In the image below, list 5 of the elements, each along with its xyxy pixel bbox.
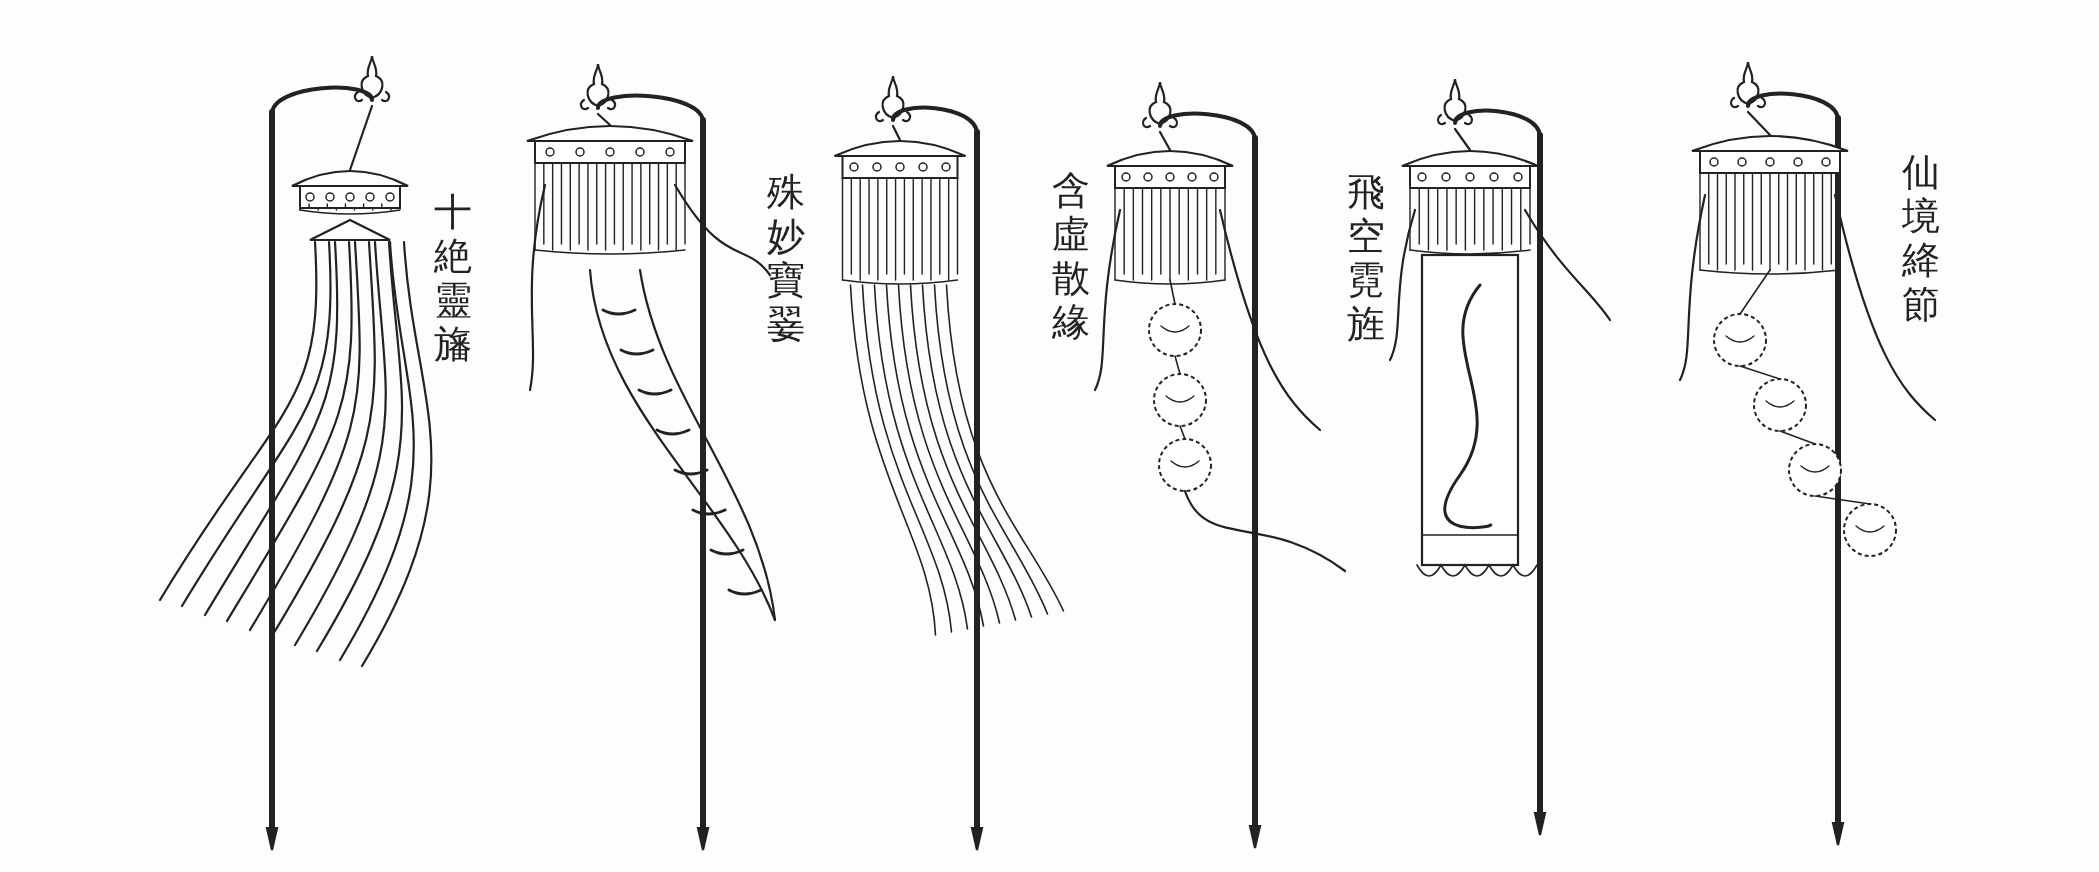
vertical-label: 十絶靈旛 bbox=[433, 190, 473, 366]
vertical-label: 殊妙寶翣 bbox=[766, 170, 806, 346]
vertical-label: 飛空霓旌 bbox=[1346, 170, 1386, 346]
vertical-label: 含虛散緣 bbox=[1051, 168, 1091, 344]
vertical-label: 仙境絳節 bbox=[1901, 150, 1941, 326]
